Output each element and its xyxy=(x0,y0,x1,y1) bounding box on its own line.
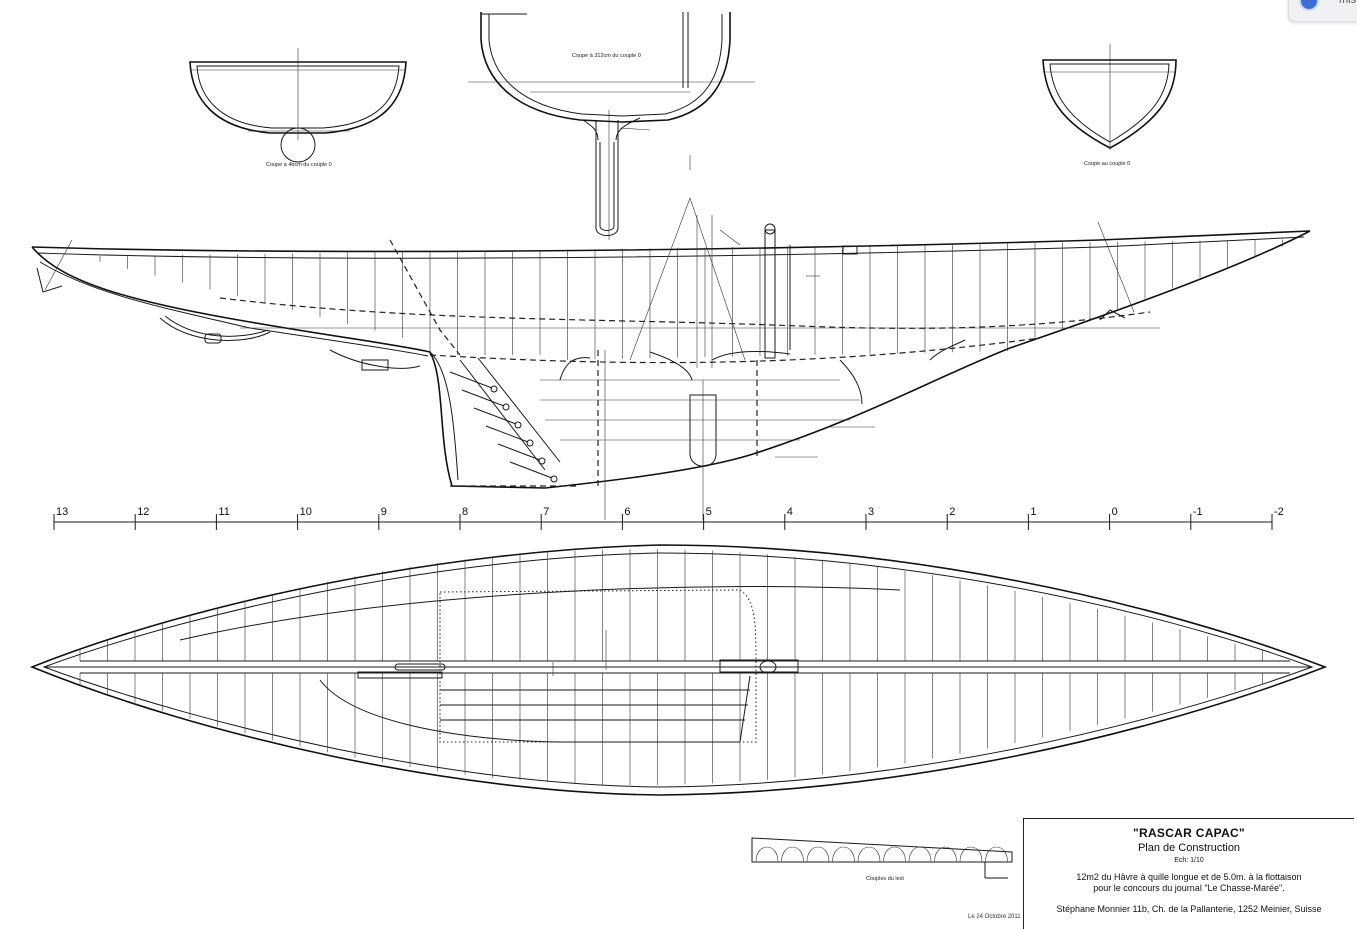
section-center-caption: Coupe à 312cm du couple 0 xyxy=(572,53,641,59)
ballast-rib xyxy=(509,461,553,479)
ballast-arch xyxy=(883,846,906,863)
description-line-1: 12m2 du Hâvre à quille longue et de 5.0m… xyxy=(1076,872,1302,882)
ballast-bolt xyxy=(490,385,498,393)
scale-label: 6 xyxy=(624,506,630,518)
ballast-arch xyxy=(985,846,1008,863)
scale-label: 4 xyxy=(787,506,793,518)
description-line-2: pour le concours du journal "Le Chasse-M… xyxy=(1093,883,1285,893)
ballast-rib xyxy=(485,425,529,443)
ballast-arch xyxy=(781,846,804,863)
scale-label: -2 xyxy=(1274,506,1284,518)
ballast-caption: Couples du lest xyxy=(866,876,904,882)
ballast-rib xyxy=(461,389,505,407)
ballast-rib xyxy=(497,443,541,461)
scale-label: 1 xyxy=(1030,506,1036,518)
scale-label: 12 xyxy=(137,506,149,518)
ballast-arch xyxy=(755,846,779,863)
ballast-bolt xyxy=(514,421,522,429)
scale-label: 7 xyxy=(543,506,549,518)
chip-label: mis xyxy=(1339,0,1357,6)
plan-view xyxy=(29,544,1328,796)
ballast-arch xyxy=(857,846,881,863)
section-left-view: Coupe à 4bcm du couple 0 xyxy=(189,48,407,168)
plan-type: Plan de Construction xyxy=(1137,842,1241,854)
ballast-arch xyxy=(806,846,830,863)
scale-label: 10 xyxy=(300,506,312,518)
scale-label: 5 xyxy=(706,506,712,518)
title-block: "RASCAR CAPAC" Plan de Construction Ech:… xyxy=(1023,818,1354,929)
ballast-bolt xyxy=(550,475,558,483)
drawing-scale: Ech: 1/10 xyxy=(1174,857,1204,864)
ballast-arch xyxy=(908,846,932,863)
ballast-rib xyxy=(473,407,517,425)
scale-label: 3 xyxy=(868,506,874,518)
scale-label: 9 xyxy=(381,506,387,518)
ballast-arch xyxy=(832,846,855,863)
boat-name: "RASCAR CAPAC" xyxy=(1132,826,1246,840)
section-right-view: Coupe au couple 0 xyxy=(1042,44,1177,167)
scale-label: 0 xyxy=(1112,506,1118,518)
date-stamp: Le 24 Octobre 2011 xyxy=(968,914,1021,920)
scale-label: 2 xyxy=(949,506,955,518)
scale-label: 8 xyxy=(462,506,468,518)
ballast-bolt xyxy=(502,403,510,411)
app-badge-icon xyxy=(1299,0,1319,11)
section-left-caption: Coupe à 4bcm du couple 0 xyxy=(266,162,332,168)
ballast-bolt xyxy=(538,457,546,465)
scale-label: 13 xyxy=(56,506,68,518)
ballast-frames-view: Couples du lest xyxy=(751,837,1013,882)
ballast-arch xyxy=(959,846,983,863)
profile-view xyxy=(31,197,1311,520)
scale-label: -1 xyxy=(1193,506,1203,518)
scale-label: 11 xyxy=(218,506,229,518)
section-center-view: Coupe à 312cm du couple 0 xyxy=(468,12,755,240)
ballast-rib xyxy=(449,371,493,389)
section-right-caption: Coupe au couple 0 xyxy=(1084,161,1130,167)
author-address: Stéphane Monnier 11b, Ch. de la Pallante… xyxy=(1056,904,1322,914)
ballast-arch xyxy=(934,846,957,863)
ballast-bolt xyxy=(526,439,534,447)
corner-notification-chip[interactable]: mis xyxy=(1288,0,1357,22)
